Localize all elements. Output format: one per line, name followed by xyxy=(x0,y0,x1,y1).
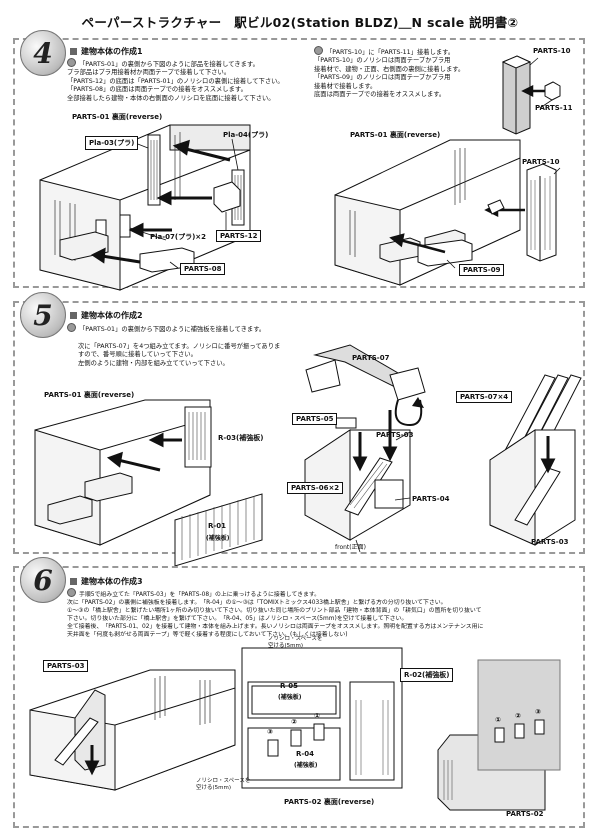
label-front: front(正面) xyxy=(335,544,366,551)
step-heading: 建物本体の作成2 xyxy=(70,310,143,321)
label-r04-sub: (補強板) xyxy=(294,762,318,769)
label-parts01-reverse: PARTS-01 裏面(reverse) xyxy=(72,113,163,121)
label-num-1: ① xyxy=(314,712,320,720)
label-parts07: PARTS-07 xyxy=(352,354,390,362)
instruction-text: 「PARTS-01」の裏側から下図のように部品を接着してきます。 プラ部品はプラ… xyxy=(67,58,284,103)
label-parts07x4: PARTS-07×4 xyxy=(456,391,513,403)
square-icon xyxy=(70,48,77,55)
label-parts06: PARTS-06×2 xyxy=(287,482,344,494)
label-parts03: PARTS-03 xyxy=(376,431,414,439)
label-num-2-right: ② xyxy=(515,712,521,720)
label-parts10: PARTS-10 xyxy=(522,158,560,166)
instruction-text: 「PARTS-01」の裏側から下図のように補強板を接着してきます。 xyxy=(67,323,265,334)
instruction-text-right: 「PARTS-10」に「PARTS-11」接着します。 「PARTS-10」のノ… xyxy=(314,46,464,99)
instruction-paragraph: 次に「PARTS-07」を4つ組み立てます。ノリシロに番号が振ってありま すので… xyxy=(78,343,281,367)
label-r04: R-04 xyxy=(296,750,315,758)
step-number-badge: 4 xyxy=(20,30,66,76)
label-space-bottom: ノリシロ・スペースを 空ける(5mm) xyxy=(196,778,251,791)
page-title: ペーパーストラクチャー 駅ビル02(Station BLDZ)＿N scale … xyxy=(81,15,519,30)
label-r01-sub: (補強板) xyxy=(206,535,230,542)
label-parts03: PARTS-03 xyxy=(43,660,89,672)
label-parts01-reverse: PARTS-01 裏面(reverse) xyxy=(44,391,135,399)
label-pla03: Pla-03(プラ) xyxy=(85,136,139,150)
label-num-2: ② xyxy=(291,718,297,726)
instruction-text: 手順5で組み立てた「PARTS-03」を「PARTS-08」の上に乗っけるように… xyxy=(67,588,483,639)
bullet-icon xyxy=(67,588,76,597)
label-r02: R-02(補強板) xyxy=(400,668,454,682)
label-parts05: PARTS-05 xyxy=(292,413,338,425)
label-num-3: ③ xyxy=(267,728,273,736)
label-parts02-reverse: PARTS-02 裏面(reverse) xyxy=(284,798,375,806)
label-r05-sub: (補強板) xyxy=(278,694,302,701)
label-parts08: PARTS-08 xyxy=(180,263,226,275)
label-r03: R-03(補強板) xyxy=(218,434,264,442)
step-number-badge: 6 xyxy=(20,557,66,603)
label-num-3-right: ③ xyxy=(535,708,541,716)
square-icon xyxy=(70,312,77,319)
step-heading: 建物本体の作成3 xyxy=(70,576,143,587)
label-parts04: PARTS-04 xyxy=(412,495,450,503)
square-icon xyxy=(70,578,77,585)
label-parts03-right: PARTS-03 xyxy=(531,538,569,546)
bullet-icon xyxy=(67,58,76,67)
step-heading: 建物本体の作成1 xyxy=(70,46,143,57)
label-pla04: Pla-04(プラ) xyxy=(223,131,269,139)
label-space-top: ノリシロ・スペースを 空ける(5mm) xyxy=(268,636,323,649)
label-r05: R-05 xyxy=(280,682,299,690)
step-number-badge: 5 xyxy=(20,292,66,338)
label-num-1-right: ① xyxy=(495,716,501,724)
label-pla07: Pla-07(プラ)×2 xyxy=(150,233,207,241)
label-parts01-reverse-right: PARTS-01 裏面(reverse) xyxy=(350,131,441,139)
bullet-icon xyxy=(67,323,76,332)
label-parts11: PARTS-11 xyxy=(535,104,573,112)
label-parts10-top: PARTS-10 xyxy=(533,47,571,55)
label-parts12: PARTS-12 xyxy=(216,230,262,242)
label-parts09: PARTS-09 xyxy=(459,264,505,276)
label-r01: R-01 xyxy=(208,522,227,530)
bullet-icon xyxy=(314,46,323,55)
label-parts02: PARTS-02 xyxy=(506,810,544,818)
